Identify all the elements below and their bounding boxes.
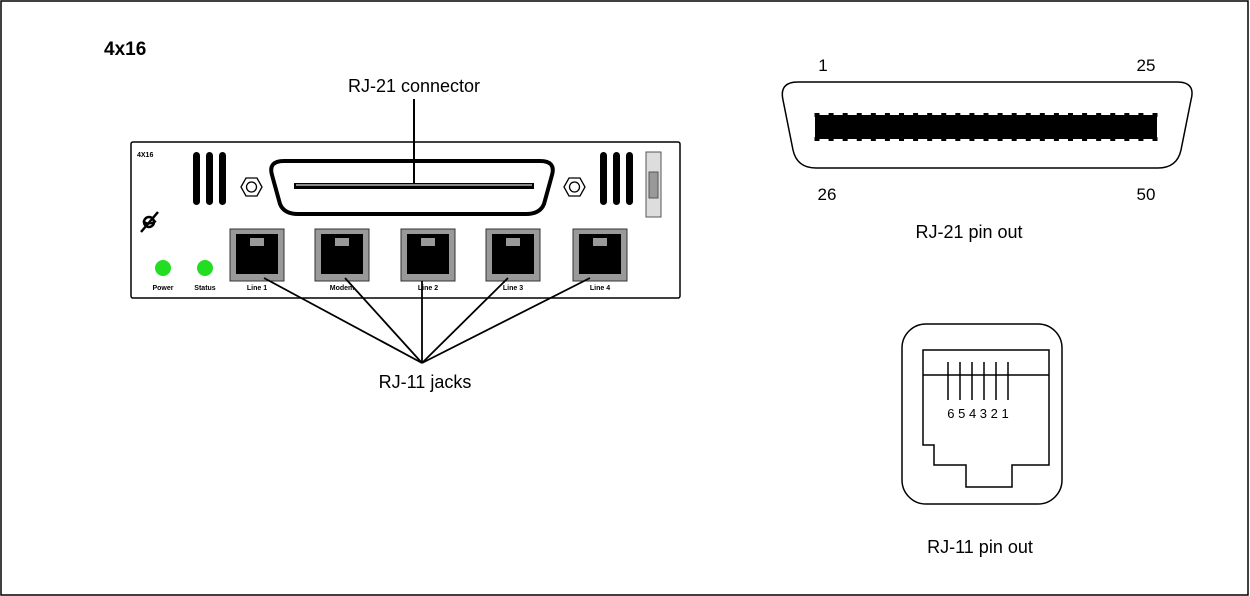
jack-line-2: Line 2 [400,228,456,292]
jack-label-modem: Modem [330,285,355,292]
rj21-pin-tick [899,137,904,141]
rj21-pin-tick [1011,137,1017,141]
rj21-pin-tick [1082,137,1088,141]
callout-lines-rj11 [263,277,591,364]
rj21-pin-tick [1110,137,1116,141]
rj21-pin-tick [1152,113,1158,117]
rj21-pin-tick [941,137,947,141]
jack-label-line-2: Line 2 [418,285,438,292]
rj21-pin-tick [899,113,904,117]
rj21-pin-tick [1053,137,1059,141]
rj21-pin-1: 1 [818,56,827,75]
callout-rj21-connector: RJ-21 connector [348,76,480,96]
jack-line-3: Line 3 [485,228,541,292]
rj21-pin-tick [1124,113,1130,117]
rj21-pin-tick [1039,137,1045,141]
status-led [197,260,213,276]
rj21-pinout-diagram: 1 25 26 50 RJ-21 pin out [781,56,1193,242]
rj21-pin-tick [842,137,848,141]
rj21-pin-tick [1110,113,1116,117]
rj21-pin-tick [913,137,919,141]
rj21-pin-tick [884,113,890,117]
rj21-contact-pins [814,113,1158,141]
rj21-pin-tick [1068,137,1073,141]
rj21-pin-tick [1152,137,1158,141]
rj21-pin-tick [969,113,975,117]
jack-label-line-3: Line 3 [503,285,523,292]
rj21-pin-tick [1138,113,1144,117]
rj21-pin-tick [913,113,919,117]
panel-model-label: 4X16 [137,152,153,159]
vent-right [600,152,633,205]
jack-line-4: Line 4 [572,228,628,292]
rj21-pin-tick [870,137,876,141]
rj21-pin-tick [1138,137,1144,141]
rj21-pin-tick [969,137,975,141]
led-label-status: Status [194,285,216,292]
rj21-pin-tick [1053,113,1059,117]
rj21-pin-tick [1039,113,1045,117]
rj21-contact-bar [815,115,1157,139]
vent-left [193,152,226,205]
led-label-power: Power [152,285,173,292]
rj21-pin-tick [983,113,989,117]
rj21-pin-tick [1025,137,1031,141]
model-heading: 4x16 [104,39,146,60]
rj11-pinout-caption: RJ-11 pin out [927,537,1033,557]
screw-right [563,177,586,197]
rj21-pin-25: 25 [1137,56,1156,75]
jack-modem: Modem [314,228,370,292]
screw-left [240,177,263,197]
rj11-opening [922,349,1050,488]
rj21-pin-tick [1068,113,1073,117]
rj21-pin-tick [814,113,820,117]
panel-handle [645,151,662,218]
rj21-pin-tick [1096,113,1102,117]
rj21-connector-port [269,159,555,216]
jack-line-1: Line 1 [229,228,285,292]
rj21-pin-26: 26 [818,185,837,204]
rj21-pin-tick [1011,113,1017,117]
rj21-pin-tick [856,137,862,141]
rj21-pin-tick [842,113,848,117]
callout-rj11-jacks: RJ-11 jacks [379,372,472,392]
rj11-contacts [947,362,1009,400]
rj21-pin-tick [870,113,876,117]
rj21-pin-tick [828,113,834,117]
rj21-pin-tick [927,113,933,117]
rj21-pin-tick [983,137,989,141]
device-front-panel: 4X16 [130,141,681,299]
rj21-pin-tick [814,137,820,141]
power-led [155,260,171,276]
rj21-pin-tick [955,113,961,117]
jack-label-line-4: Line 4 [590,285,610,292]
rj21-pin-tick [997,113,1003,117]
rj21-pin-50: 50 [1137,185,1156,204]
rj21-pin-tick [828,137,834,141]
rj21-pin-tick [941,113,947,117]
rj21-pin-tick [884,137,890,141]
rj21-pin-tick [955,137,961,141]
rj21-pin-tick [997,137,1003,141]
rj11-pin-numbers: 6 5 4 3 2 1 [947,406,1008,421]
rj21-pinout-caption: RJ-21 pin out [915,222,1022,242]
rj21-pin-tick [1124,137,1130,141]
rj21-pin-tick [1096,137,1102,141]
logo-icon [140,211,159,233]
rj21-pin-tick [1082,113,1088,117]
rj21-pin-tick [927,137,933,141]
jack-label-line-1: Line 1 [247,285,267,292]
rj11-pinout-diagram: 6 5 4 3 2 1 RJ-11 pin out [901,323,1063,557]
rj21-pin-tick [1025,113,1031,117]
rj21-pin-tick [856,113,862,117]
